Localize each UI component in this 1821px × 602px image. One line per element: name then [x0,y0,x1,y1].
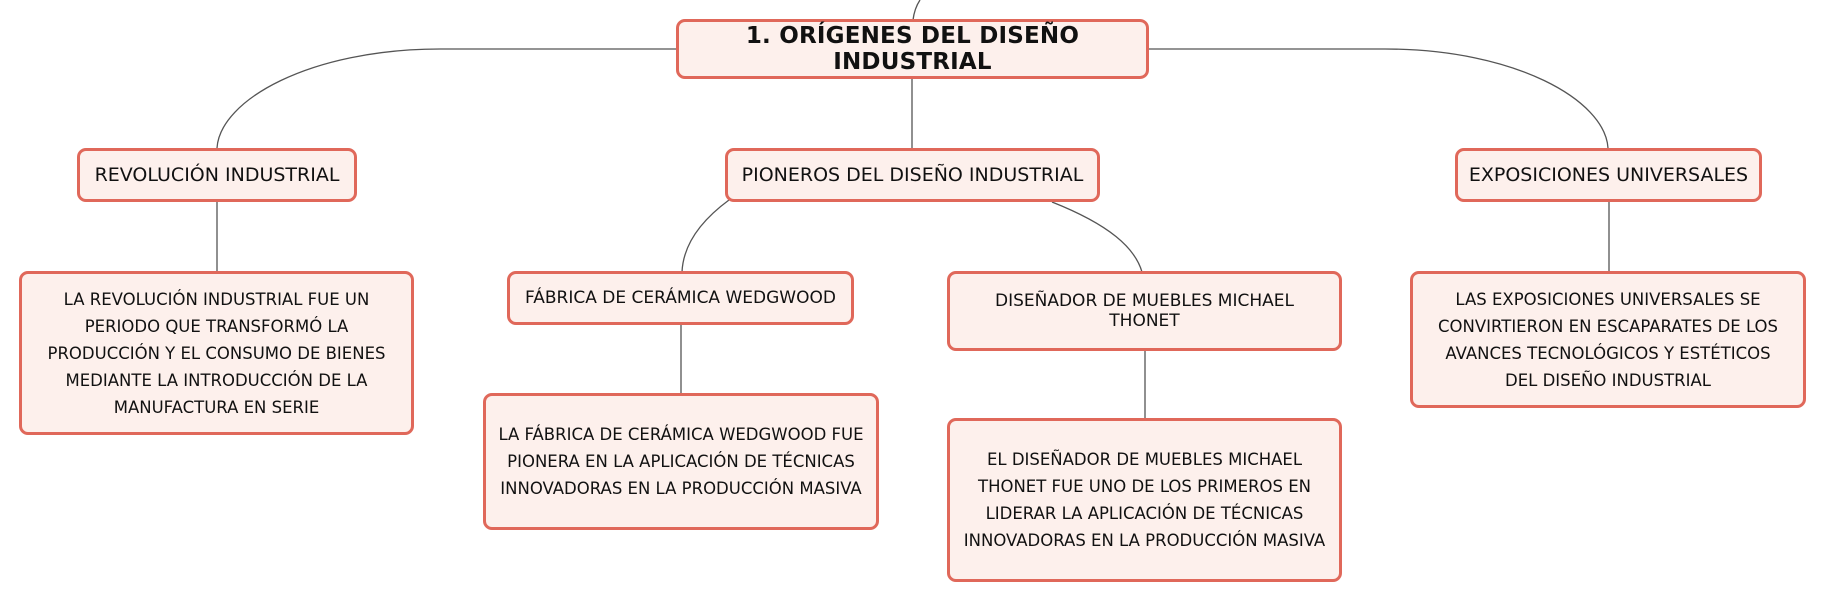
topic-pioneros-label: PIONEROS DEL DISEÑO INDUSTRIAL [741,164,1084,186]
subtopic-wedgwood[interactable]: FÁBRICA DE CERÁMICA WEDGWOOD [507,271,854,325]
desc-exposiciones-text: LAS EXPOSICIONES UNIVERSALES SE CONVIRTI… [1437,289,1779,390]
connector-pioneros-thonet [1051,201,1143,273]
subtopic-thonet-label: DISEÑADOR DE MUEBLES MICHAEL THONET [994,291,1294,331]
desc-revolucion-text: LA REVOLUCIÓN INDUSTRIAL FUE UN PERIODO … [47,289,386,417]
subtopic-wedgwood-label: FÁBRICA DE CERÁMICA WEDGWOOD [525,288,836,308]
topic-exposiciones-universales[interactable]: EXPOSICIONES UNIVERSALES [1455,148,1762,202]
connector-pioneros-wedgwood [681,199,730,273]
topic-revolucion-industrial[interactable]: REVOLUCIÓN INDUSTRIAL [77,148,357,202]
desc-revolucion-industrial[interactable]: LA REVOLUCIÓN INDUSTRIAL FUE UN PERIODO … [19,271,414,435]
desc-thonet[interactable]: EL DISEÑADOR DE MUEBLES MICHAEL THONET F… [947,418,1342,582]
desc-thonet-text: EL DISEÑADOR DE MUEBLES MICHAEL THONET F… [963,450,1326,550]
root-topic-label: 1. ORÍGENES DEL DISEÑO INDUSTRIAL [745,23,1080,75]
topic-pioneros-diseno[interactable]: PIONEROS DEL DISEÑO INDUSTRIAL [725,148,1100,202]
topic-revolucion-label: REVOLUCIÓN INDUSTRIAL [94,164,340,186]
root-topic[interactable]: 1. ORÍGENES DEL DISEÑO INDUSTRIAL [676,19,1149,79]
desc-exposiciones-universales[interactable]: LAS EXPOSICIONES UNIVERSALES SE CONVIRTI… [1410,271,1806,408]
connector-root-parent [912,0,921,21]
connector-root-revolucion [216,48,677,149]
desc-wedgwood-text: LA FÁBRICA DE CERÁMICA WEDGWOOD FUE PION… [498,425,864,498]
topic-exposiciones-label: EXPOSICIONES UNIVERSALES [1468,164,1749,186]
desc-wedgwood[interactable]: LA FÁBRICA DE CERÁMICA WEDGWOOD FUE PION… [483,393,879,530]
subtopic-thonet[interactable]: DISEÑADOR DE MUEBLES MICHAEL THONET [947,271,1342,351]
connector-root-exposiciones [1148,48,1609,149]
